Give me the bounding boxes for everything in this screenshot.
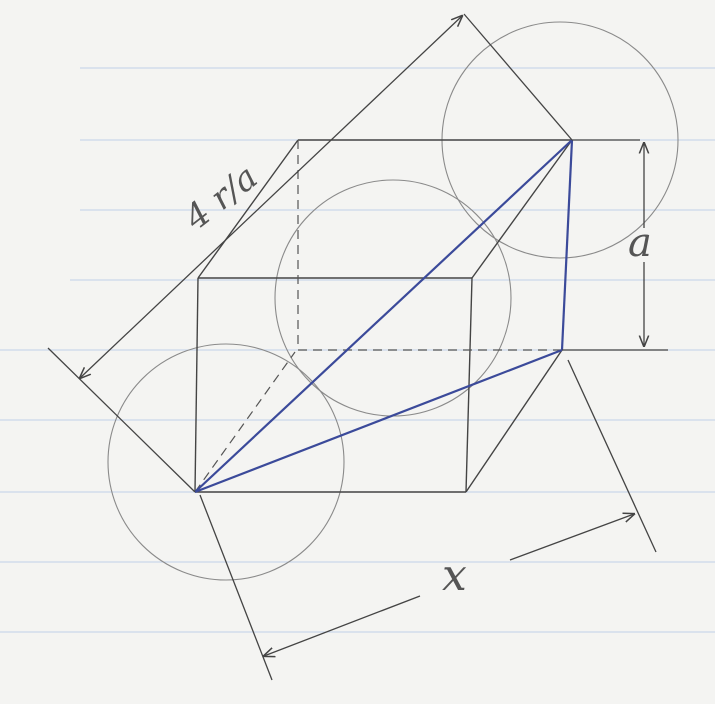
width-label: x <box>442 550 467 601</box>
diagonal-length-label: 4 r/a <box>176 157 265 239</box>
circles <box>107 21 679 581</box>
width-arrow-left <box>264 595 421 656</box>
width-arrow-right <box>509 514 634 561</box>
diagonal-dimension-line <box>80 16 462 378</box>
dimension-arrows <box>80 16 644 656</box>
height-label: a <box>628 220 652 266</box>
extension-lines <box>47 13 668 681</box>
circle-middle <box>274 179 512 417</box>
